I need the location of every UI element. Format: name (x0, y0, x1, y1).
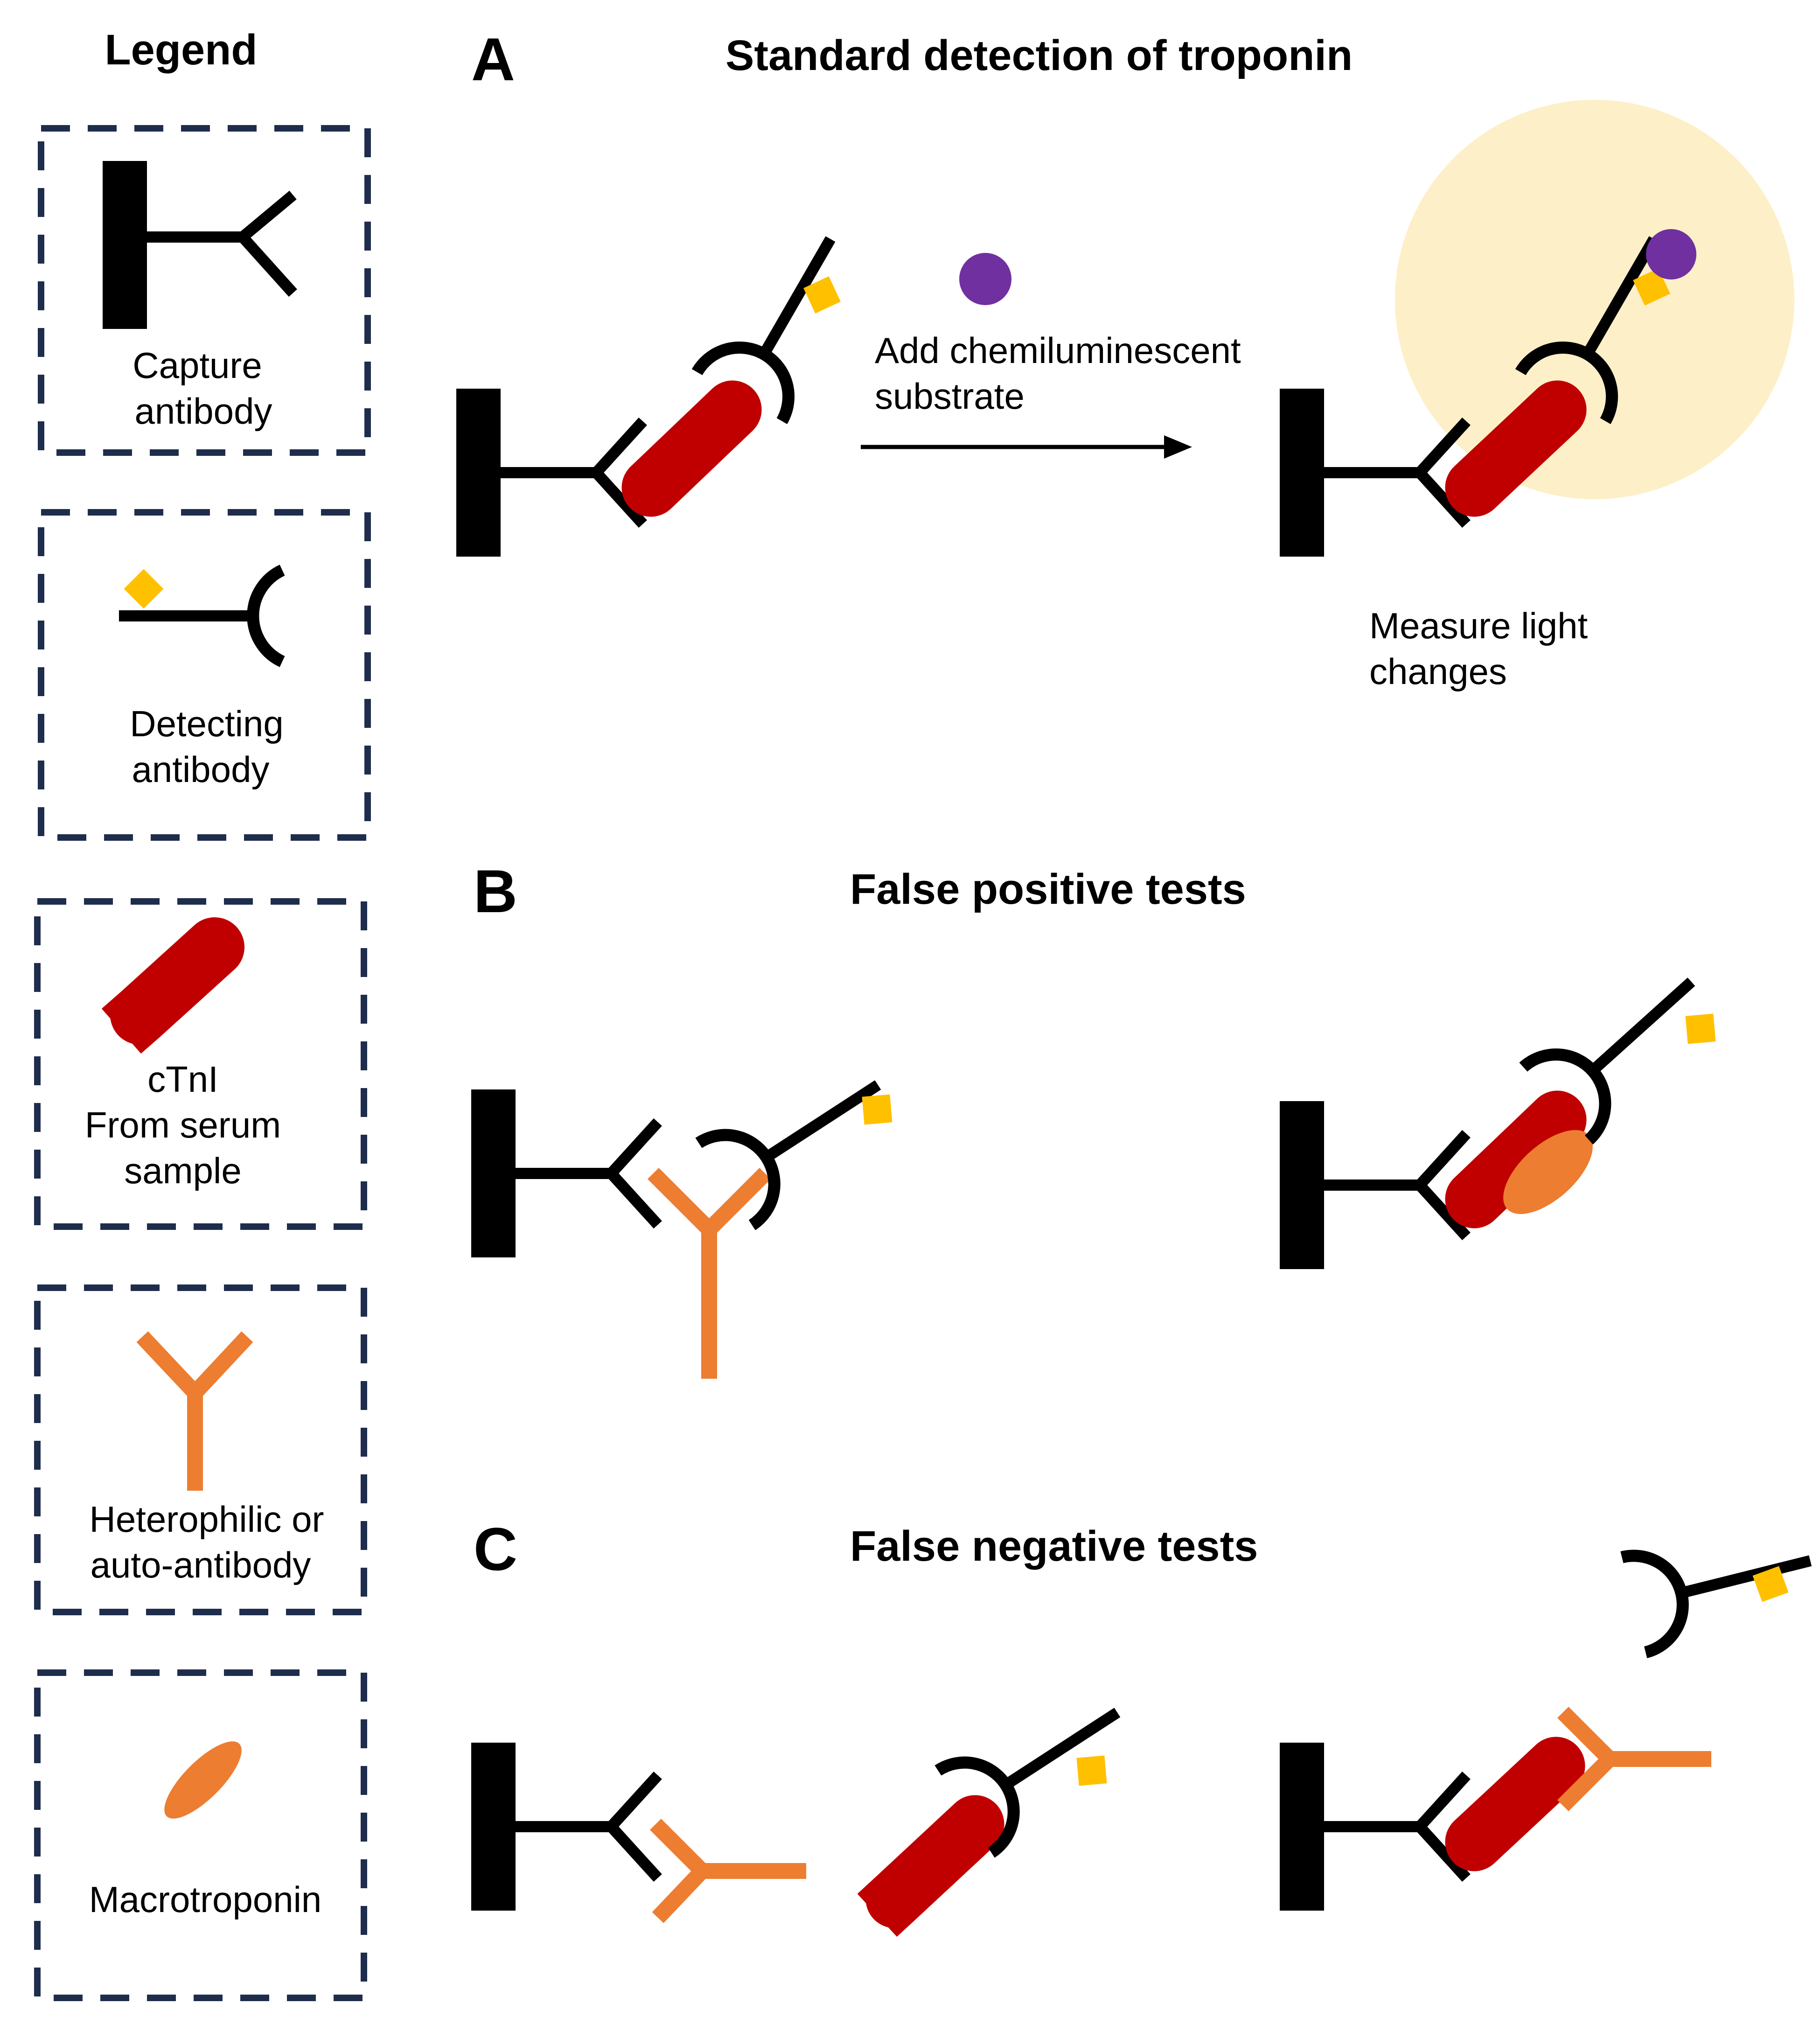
label-tag (803, 276, 841, 314)
legend-label-ctni-2: From serum (85, 1104, 281, 1145)
unbound-detecting-antibody (1622, 1513, 1820, 1652)
panel-c-title: False negative tests (850, 1522, 1258, 1570)
light-emission-glow (1395, 100, 1794, 499)
legend-label-heterophilic-2: auto-antibody (91, 1544, 311, 1585)
macrotroponin-complex (1280, 945, 1724, 1269)
legend-box-macrotroponin (34, 1669, 367, 2001)
masked-troponin-complex (1280, 1706, 1711, 1911)
reaction-arrow (861, 435, 1192, 459)
legend-label-heterophilic-1: Heterophilic or (90, 1499, 324, 1540)
legend-box-detecting (38, 509, 371, 841)
chemiluminescent-substrate-dot (959, 253, 1011, 305)
panel-b-letter: B (474, 857, 517, 925)
legend-label-ctni-1: cTnI (147, 1059, 218, 1100)
standard-complex-after (1280, 215, 1696, 557)
legend-label-capture-1: Capture (132, 345, 262, 386)
macrotroponin-icon (164, 1741, 242, 1819)
troponin-molecule (621, 380, 762, 517)
legend: Legend Capture antibody Detecting antibo… (34, 26, 371, 2001)
legend-label-macrotroponin: Macrotroponin (89, 1879, 322, 1920)
panel-b: B False positive tests (471, 857, 1724, 1379)
panel-a-result-line-1: Measure light (1369, 605, 1588, 646)
panel-a-step-line-2: substrate (875, 376, 1025, 417)
label-tag (862, 1094, 893, 1125)
heterophilic-bridge-complex (471, 1044, 905, 1379)
macrotroponin-shape (1503, 1130, 1593, 1214)
legend-label-detecting-1: Detecting (130, 703, 284, 744)
legend-label-capture-2: antibody (135, 391, 272, 432)
panel-b-title: False positive tests (850, 865, 1246, 913)
ctni-icon (101, 917, 244, 1054)
legend-box-ctni (34, 898, 367, 1230)
legend-title: Legend (105, 26, 257, 74)
panel-a: A Standard detection of troponin Add che… (456, 25, 1794, 692)
panel-a-title: Standard detection of troponin (725, 32, 1353, 79)
panel-c: C False negative tests (471, 1513, 1820, 1937)
blocked-capture-complex (471, 1743, 806, 1923)
capture-antibody-icon (103, 161, 297, 329)
panel-a-step-line-1: Add chemiluminescent (875, 330, 1241, 371)
panel-a-result-line-2: changes (1369, 651, 1507, 692)
panel-a-letter: A (471, 25, 515, 93)
legend-box-capture (38, 125, 371, 456)
bound-substrate-dot (1646, 229, 1696, 279)
free-troponin-complex (857, 1671, 1144, 1937)
heterophilic-antibody-icon (136, 1331, 253, 1491)
legend-label-ctni-3: sample (124, 1150, 241, 1191)
standard-complex-before (456, 215, 873, 557)
panel-c-letter: C (474, 1515, 517, 1583)
legend-label-detecting-2: antibody (132, 749, 270, 790)
detecting-antibody-icon (119, 565, 285, 667)
legend-box-heterophilic (34, 1284, 367, 1615)
